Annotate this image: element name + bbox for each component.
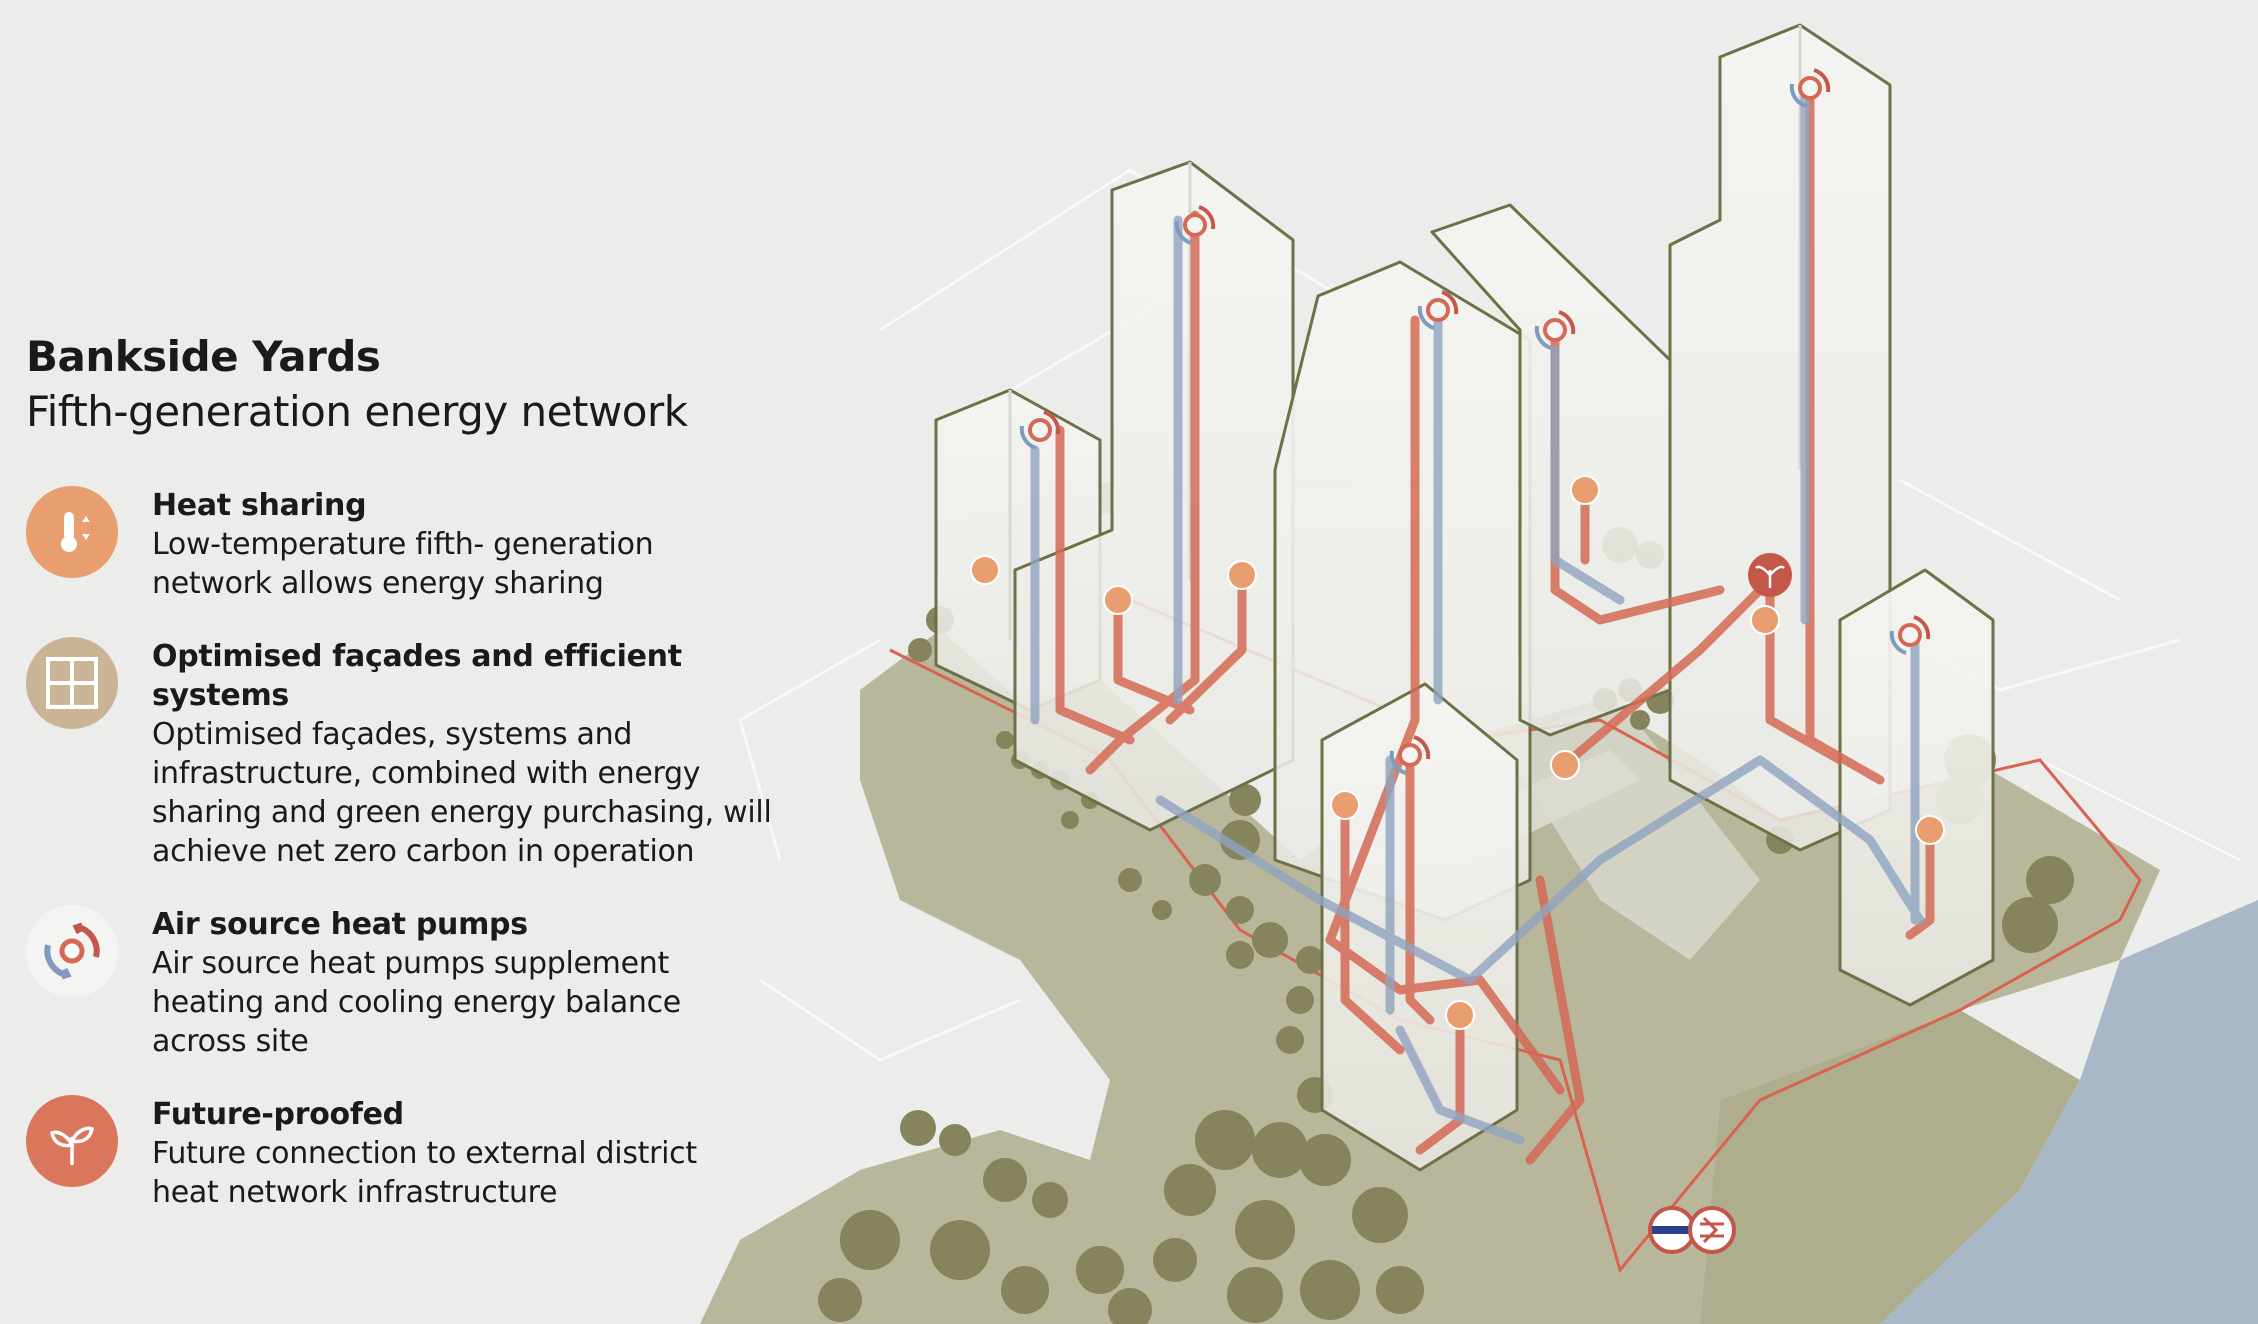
building-e: [1668, 23, 1892, 852]
thermometer-icon: [26, 486, 118, 578]
window-grid-icon: [26, 637, 118, 729]
air-source-heat-pump-icon: [26, 905, 118, 997]
legend-list: Heat sharing Low-temperature fifth- gene…: [26, 486, 786, 1212]
diagram-plant-icon: [1748, 553, 1792, 597]
diagram-heat-pump-icons: [1019, 68, 1931, 775]
legend-item-title: Air source heat pumps: [152, 907, 528, 942]
page-title: Bankside Yards: [26, 332, 381, 381]
legend-item-description: Future connection to external district h…: [152, 1136, 697, 1210]
site-boundary: [889, 598, 2142, 1274]
plant-sprout-icon: [26, 1095, 118, 1187]
legend-item-title: Heat sharing: [152, 488, 367, 523]
ground-plane-south: [1700, 1010, 2080, 1324]
station-roundel-icons: [1648, 1206, 1736, 1254]
legend-item-facades: Optimised façades and efficient systems …: [26, 637, 786, 871]
river: [1880, 900, 2258, 1324]
legend-item-description: Low-temperature fifth- generation networ…: [152, 527, 654, 601]
legend-item-title: Optimised façades and efficient systems: [152, 639, 682, 713]
building-f: [1320, 682, 1519, 1172]
legend-item-heat-sharing: Heat sharing Low-temperature fifth- gene…: [26, 486, 786, 603]
legend-item-description: Air source heat pumps supplement heating…: [152, 946, 681, 1059]
cooling-pipes: [1030, 90, 1925, 1145]
legend-item-future-proofed: Future-proofed Future connection to exte…: [26, 1095, 786, 1212]
legend-item-title: Future-proofed: [152, 1097, 404, 1132]
legend-item-description: Optimised façades, systems and infrastru…: [152, 717, 772, 869]
page-subtitle: Fifth-generation energy network: [26, 387, 688, 436]
diagram-thermometer-icons: [970, 475, 1945, 1030]
legend-panel: Bankside Yards Fifth-generation energy n…: [26, 330, 786, 1246]
legend-item-air-source-heat-pumps: Air source heat pumps Air source heat pu…: [26, 905, 786, 1061]
